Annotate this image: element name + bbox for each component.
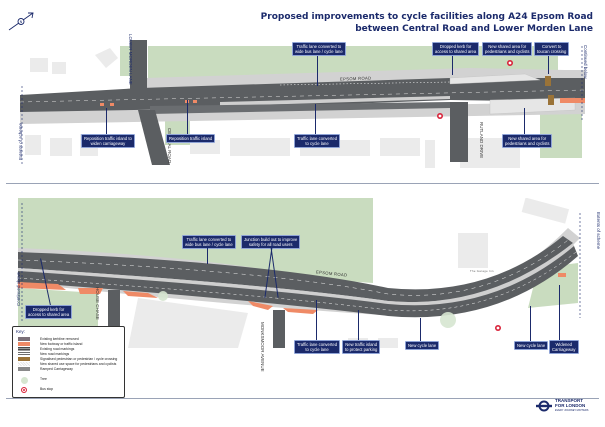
monksmoor-avenue bbox=[273, 310, 285, 348]
north-arrow-icon: N bbox=[8, 12, 34, 31]
shared-space-swatch bbox=[18, 361, 30, 366]
continued-above-label: Continued above bbox=[16, 271, 21, 306]
central-road bbox=[138, 110, 170, 165]
key-item: Ramped Carriageway bbox=[18, 366, 73, 371]
map-key: Key: Existing kerbline removed New footw… bbox=[12, 326, 125, 398]
tfl-line1: TRANSPORT bbox=[555, 398, 583, 403]
key-item: New road markings bbox=[18, 351, 69, 356]
extents-of-scheme-top: Extents of scheme bbox=[18, 122, 23, 160]
key-item: New shared use space for pedestrians and… bbox=[18, 361, 116, 366]
rutland-drive bbox=[450, 102, 468, 162]
tfl-roundel-icon bbox=[536, 400, 552, 411]
top-map bbox=[20, 40, 585, 168]
section-divider bbox=[6, 183, 599, 184]
lower-morden-lane bbox=[130, 40, 147, 90]
title-line-1: Proposed improvements to cycle facilitie… bbox=[260, 12, 593, 22]
bus-stop-icon bbox=[437, 113, 443, 119]
key-item: Signalised pedestrian or pedestrian / cy… bbox=[18, 356, 117, 361]
ramped-carriageway-swatch bbox=[18, 366, 30, 371]
continued-below-label: Continued below bbox=[583, 45, 588, 79]
tree-icon bbox=[20, 376, 28, 384]
existing-markings-swatch bbox=[18, 346, 30, 351]
page-title: Proposed improvements to cycle facilitie… bbox=[261, 11, 593, 35]
key-item: Existing road markings bbox=[18, 346, 74, 351]
key-item: Bus stop bbox=[18, 386, 53, 393]
footer-divider bbox=[6, 398, 599, 399]
key-item: New footway or traffic island bbox=[18, 341, 82, 346]
epsom-road-bottom bbox=[18, 236, 573, 303]
street-label-lower-morden-lane: LOWER MORDEN LANE bbox=[128, 34, 133, 85]
street-label-rutland-drive: RUTLAND DRIVE bbox=[479, 122, 484, 159]
crossing-swatch bbox=[18, 356, 30, 361]
svg-text:N: N bbox=[20, 20, 23, 24]
bus-stop-icon bbox=[507, 60, 513, 66]
tfl-logo: TRANSPORT FOR LONDON EVERY JOURNEY MATTE… bbox=[536, 398, 588, 413]
tfl-tagline: EVERY JOURNEY MATTERS bbox=[555, 409, 589, 412]
key-item: Tree bbox=[18, 376, 47, 384]
building-label: The Garage Inn bbox=[470, 269, 494, 273]
street-label-house-chase: HOUSE CHASE bbox=[95, 287, 100, 320]
callout-reposition-island: Reposition traffic island bbox=[166, 134, 216, 143]
epsom-road-top bbox=[20, 78, 585, 112]
key-title: Key: bbox=[16, 329, 26, 334]
callout-new-cycle-lane-1: New cycle lane bbox=[405, 341, 440, 350]
new-markings-swatch bbox=[18, 351, 30, 356]
key-item: Existing kerbline removed bbox=[18, 336, 79, 341]
title-line-2: between Central Road and Lower Morden La… bbox=[355, 24, 593, 34]
extents-of-scheme-bottom: Extents of scheme bbox=[596, 212, 601, 250]
bus-stop-icon bbox=[495, 325, 501, 331]
street-label-monksmoor-avenue: MONKSMOOR AVENUE bbox=[260, 322, 265, 372]
callout-new-cycle-lane-2: New cycle lane bbox=[514, 341, 549, 350]
kerbline-removed-swatch bbox=[18, 336, 30, 341]
bus-stop-icon bbox=[21, 386, 27, 393]
tfl-line2: FOR LONDON bbox=[555, 403, 586, 408]
new-footway-swatch bbox=[18, 341, 30, 346]
